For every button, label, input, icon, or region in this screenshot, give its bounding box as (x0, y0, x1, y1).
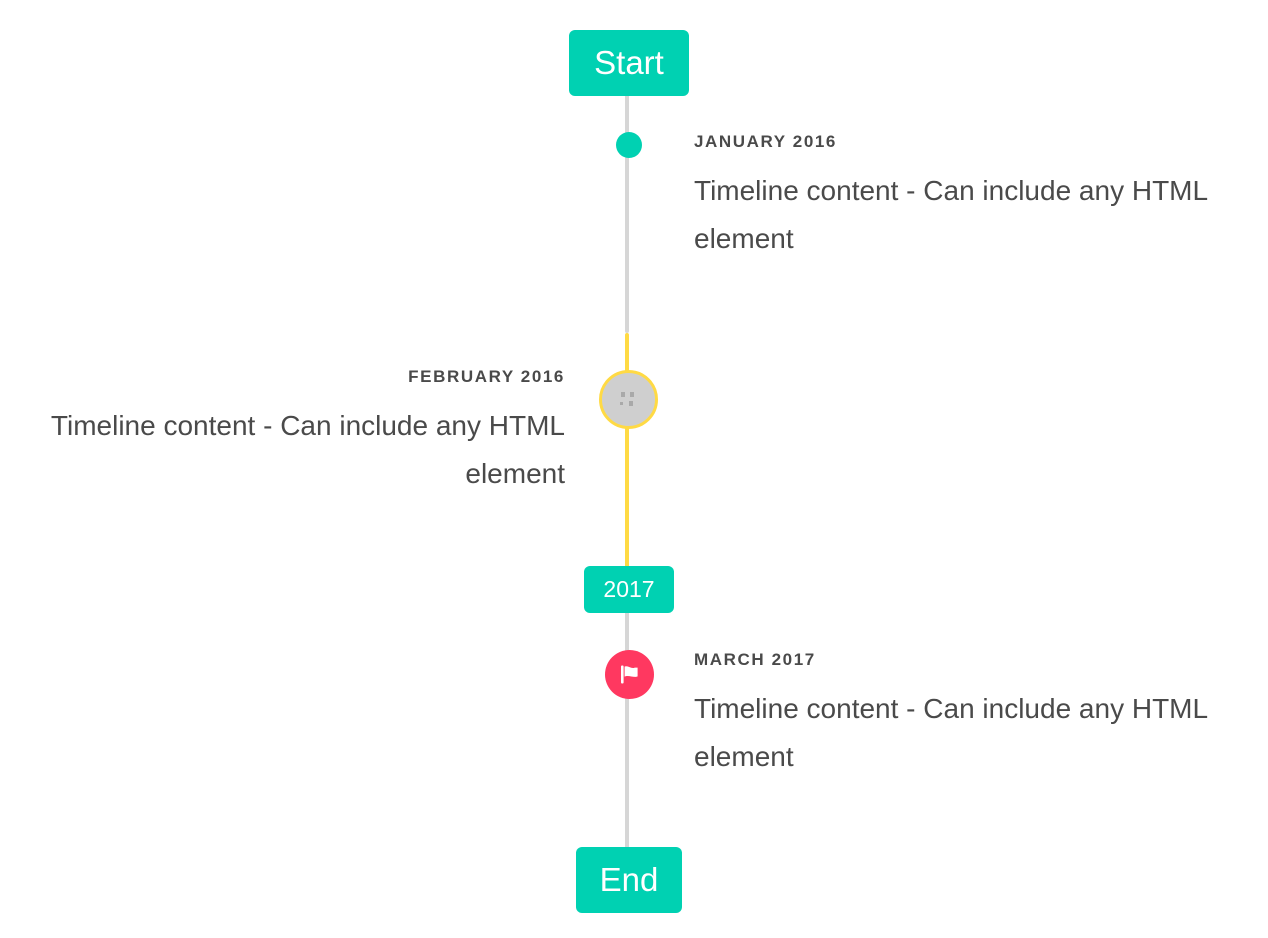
timeline-rail-segment-highlight (625, 333, 629, 573)
timeline-entry-date: March 2017 (694, 650, 816, 669)
dot-icon[interactable] (616, 132, 642, 158)
timeline-rail-segment-top (625, 88, 629, 333)
timeline-rail-segment-bottom (625, 605, 629, 853)
flag-marker[interactable] (605, 650, 654, 699)
broken-image-marker[interactable] (599, 370, 658, 429)
timeline-entry-date: February 2016 (408, 367, 565, 386)
timeline-entry-body: Timeline content - Can include any HTML … (694, 693, 1208, 773)
timeline-entry-body: Timeline content - Can include any HTML … (694, 175, 1208, 255)
timeline-year-divider-badge[interactable]: 2017 (584, 566, 674, 613)
timeline-entry-body: Timeline content - Can include any HTML … (50, 410, 565, 490)
timeline-entry-january: January 2016 Timeline content - Can incl… (694, 131, 1218, 263)
timeline-entry-march: March 2017 Timeline content - Can includ… (694, 649, 1218, 781)
timeline-start-badge[interactable]: Start (569, 30, 689, 96)
timeline-entry-date: January 2016 (694, 132, 837, 151)
timeline-entry-february: February 2016 Timeline content - Can inc… (40, 366, 565, 498)
broken-image-icon (619, 391, 634, 406)
timeline-end-badge[interactable]: End (576, 847, 682, 913)
flag-icon (621, 665, 638, 684)
